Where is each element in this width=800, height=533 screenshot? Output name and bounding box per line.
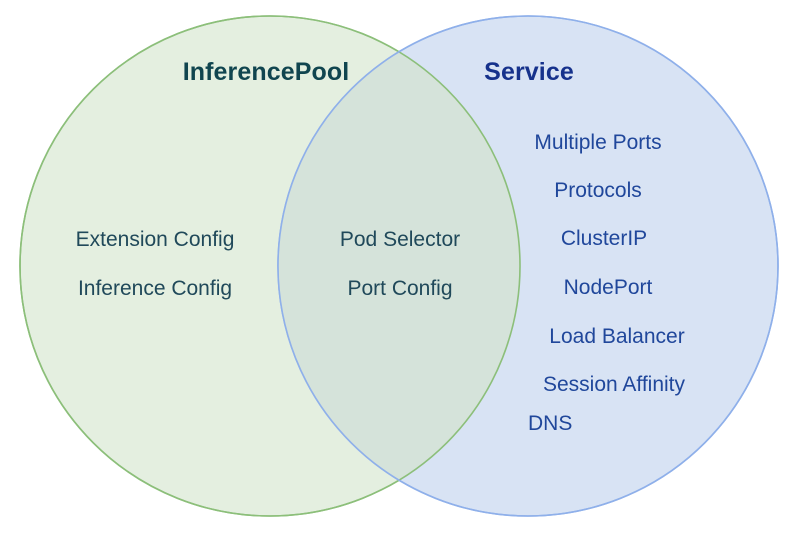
circle-service-outline	[277, 15, 779, 517]
item-intersection-pod-selector: Pod Selector	[339, 228, 461, 251]
title-service: Service	[484, 58, 574, 86]
item-right-nodeport: NodePort	[563, 276, 653, 299]
title-inferencepool: InferencePool	[182, 58, 350, 86]
item-right-session-affinity: Session Affinity	[542, 373, 686, 396]
item-left-extension-config: Extension Config	[75, 228, 235, 251]
item-intersection-port-config: Port Config	[347, 277, 453, 300]
circle-inferencepool-outline	[19, 15, 521, 517]
item-left-inference-config: Inference Config	[77, 277, 233, 300]
circle-intersection	[278, 16, 520, 516]
item-right-dns: DNS	[528, 412, 573, 435]
item-right-clusterip: ClusterIP	[560, 227, 648, 250]
item-right-protocols: Protocols	[554, 179, 642, 202]
item-right-multiple-ports: Multiple Ports	[534, 131, 662, 154]
item-right-load-balancer: Load Balancer	[549, 325, 685, 348]
